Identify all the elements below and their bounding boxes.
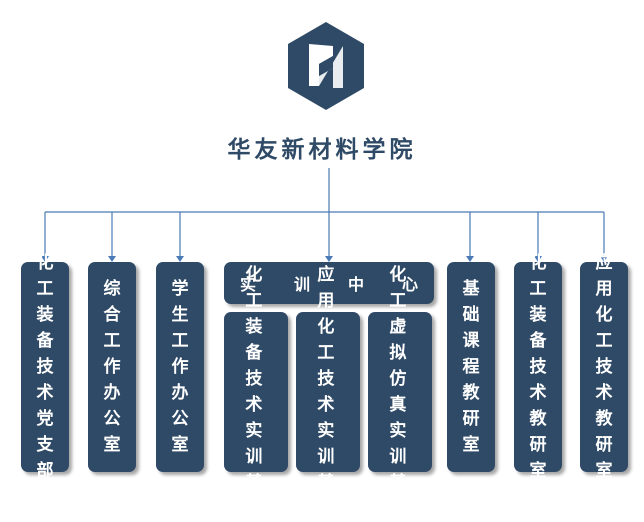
sub-virtual-sim-training-base[interactable]: 化工虚拟仿真实训基地 [368, 265, 432, 519]
college-logo-icon [288, 22, 364, 110]
dept-label: 基础课程教研室 [462, 279, 480, 455]
dept-general-office[interactable]: 综合工作办公室 [88, 262, 136, 472]
dept-label: 综合工作办公室 [103, 279, 121, 455]
dept-student-office[interactable]: 学生工作办公室 [156, 262, 204, 472]
dept-label: 化工装备技术党支部 [36, 253, 54, 481]
org-chart: 华友新材料学院 化工装备技术党支部 综合工作办公室 [21, 22, 628, 519]
sub-applied-chem-training-base[interactable]: 应用化工技术实训基地 [296, 265, 360, 519]
college-title: 华友新材料学院 [227, 136, 417, 163]
dept-label: 化工装备技术教研室 [529, 253, 547, 481]
sub-label: 应用化工技术实训基地 [317, 265, 339, 519]
dept-label: 应用化工技术教研室 [595, 253, 613, 481]
sub-label: 化工虚拟仿真实训基地 [389, 265, 411, 519]
dept-label: 学生工作办公室 [171, 279, 189, 455]
dept-label: 实训中心 [240, 275, 457, 294]
connector-lines [41, 168, 608, 262]
dept-applied-chem-teaching-office[interactable]: 应用化工技术教研室 [580, 253, 628, 481]
sub-label: 化工装备技术实训基地 [245, 265, 267, 519]
dept-equipment-teaching-office[interactable]: 化工装备技术教研室 [514, 253, 562, 481]
sub-equipment-training-base[interactable]: 化工装备技术实训基地 [224, 265, 288, 519]
dept-basic-course-office[interactable]: 基础课程教研室 [447, 262, 495, 472]
dept-party-branch[interactable]: 化工装备技术党支部 [21, 253, 69, 481]
dept-training-center[interactable]: 实训中心 [224, 262, 434, 304]
